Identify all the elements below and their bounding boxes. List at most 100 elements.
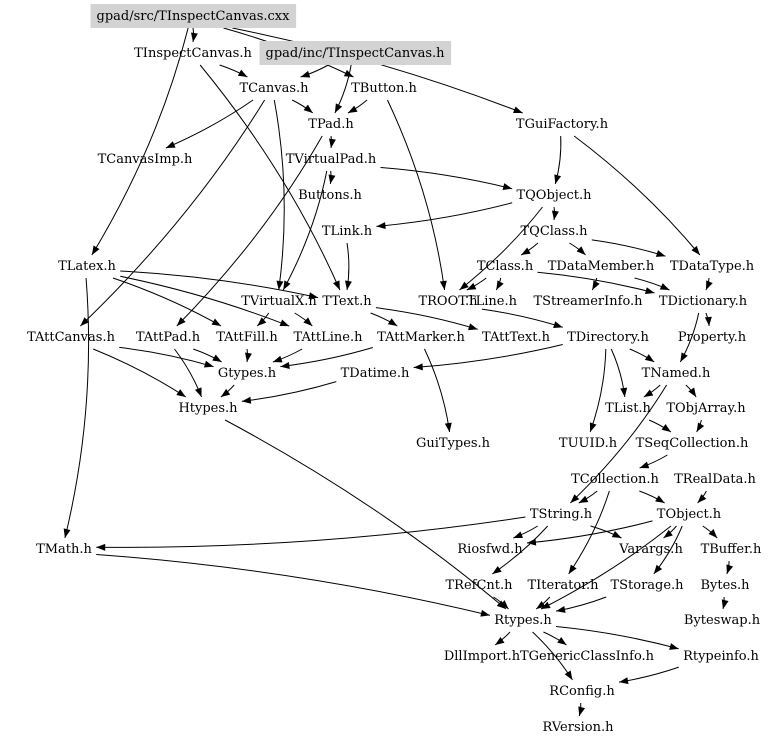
arrowhead-icon	[659, 283, 670, 290]
graph-node-TGenericClassInfo[interactable]: TGenericClassInfo.h	[520, 649, 655, 664]
arrowhead-icon	[680, 352, 688, 362]
graph-node-TRefCnt[interactable]: TRefCnt.h	[445, 578, 513, 593]
arrowhead-icon	[413, 363, 423, 371]
graph-node-TStorage[interactable]: TStorage.h	[610, 578, 684, 593]
edge-line	[573, 135, 701, 256]
edge-line	[537, 271, 655, 294]
edge-TNamed-to-TObjArray	[685, 384, 697, 398]
edge-TQClass-to-TClass	[520, 242, 539, 256]
graph-node-cxx[interactable]: gpad/src/TInspectCanvas.cxx	[90, 4, 297, 28]
graph-node-TUUID[interactable]: TUUID.h	[559, 436, 618, 451]
graph-node-TObject[interactable]: TObject.h	[657, 507, 722, 522]
edge-TBuffer-to-Bytes	[726, 560, 734, 575]
graph-node-Rtypeinfo[interactable]: Rtypeinfo.h	[683, 649, 759, 664]
graph-node-TDataType[interactable]: TDataType.h	[670, 259, 755, 274]
edge-TObject-to-TStorage	[653, 525, 683, 575]
graph-node-TStreamerInfo[interactable]: TStreamerInfo.h	[533, 294, 643, 309]
graph-node-TString[interactable]: TString.h	[530, 507, 593, 522]
edge-TStorage-to-Rtypes	[555, 596, 607, 613]
graph-node-TNamed[interactable]: TNamed.h	[642, 366, 711, 381]
arrowhead-icon	[655, 495, 665, 503]
graph-node-TDictionary[interactable]: TDictionary.h	[659, 294, 748, 309]
edge-TQObject-to-TLink	[376, 202, 513, 230]
graph-node-TCanvasImp[interactable]: TCanvasImp.h	[98, 152, 193, 167]
edge-line	[387, 99, 446, 291]
graph-node-Property[interactable]: Property.h	[678, 330, 747, 345]
graph-node-TLine[interactable]: TLine.h	[467, 294, 518, 309]
graph-node-TVirtualX[interactable]: TVirtualX.h	[241, 294, 317, 309]
edge-TDatime-to-Htypes	[241, 381, 337, 404]
graph-node-TAttPad[interactable]: TAttPad.h	[136, 330, 201, 345]
node-label: Gtypes.h	[218, 366, 277, 381]
arrowhead-icon	[495, 636, 505, 645]
graph-node-TAttLine[interactable]: TAttLine.h	[294, 330, 364, 345]
edge-TString-to-Riosfwd	[513, 525, 538, 539]
graph-node-Bytes[interactable]: Bytes.h	[701, 578, 751, 593]
graph-node-TMath[interactable]: TMath.h	[36, 542, 92, 557]
graph-node-incTInspect[interactable]: gpad/inc/TInspectCanvas.h	[259, 41, 452, 65]
arrowhead-icon	[272, 355, 283, 363]
edge-line	[165, 99, 254, 149]
node-label: Property.h	[678, 330, 747, 345]
graph-node-TList[interactable]: TList.h	[605, 401, 651, 416]
graph-node-RConfig[interactable]: RConfig.h	[549, 684, 615, 699]
node-label: TQClass.h	[520, 224, 588, 239]
graph-node-TROOT[interactable]: TROOT.h	[418, 294, 478, 309]
graph-node-TPad[interactable]: TPad.h	[308, 117, 354, 132]
graph-node-TAttCanvas[interactable]: TAttCanvas.h	[27, 330, 116, 345]
graph-node-TQObject[interactable]: TQObject.h	[516, 188, 592, 203]
graph-node-Riosfwd[interactable]: Riosfwd.h	[457, 542, 523, 557]
graph-node-TIterator[interactable]: TIterator.h	[527, 578, 599, 593]
arrowhead-icon	[244, 352, 252, 362]
arrowhead-icon	[496, 600, 506, 609]
graph-node-TLatex[interactable]: TLatex.h	[58, 259, 116, 274]
edge-TClass-to-TLine	[495, 277, 504, 291]
graph-node-TObjArray[interactable]: TObjArray.h	[666, 401, 746, 416]
graph-node-Byteswap[interactable]: Byteswap.h	[684, 613, 761, 628]
graph-node-TCollection[interactable]: TCollection.h	[571, 472, 659, 487]
graph-node-TClass[interactable]: TClass.h	[477, 259, 534, 274]
graph-node-Buttons[interactable]: Buttons.h	[298, 188, 362, 203]
arrowhead-icon	[376, 222, 386, 230]
graph-node-TDataMember[interactable]: TDataMember.h	[548, 259, 655, 274]
graph-node-TLink[interactable]: TLink.h	[322, 224, 373, 239]
edge-incTInspect-to-TPad	[334, 64, 352, 114]
edge-line	[280, 346, 373, 368]
arrowhead-icon	[564, 670, 573, 680]
node-label: TSeqCollection.h	[636, 436, 749, 451]
graph-node-TGuiFactory[interactable]: TGuiFactory.h	[516, 117, 609, 132]
graph-node-TAttFill[interactable]: TAttFill.h	[216, 330, 278, 345]
graph-node-TInspectCanvas[interactable]: TInspectCanvas.h	[134, 46, 252, 61]
graph-node-TAttText[interactable]: TAttText.h	[482, 330, 551, 345]
graph-node-GuiTypes[interactable]: GuiTypes.h	[416, 436, 491, 451]
arrowhead-icon	[576, 246, 586, 255]
graph-node-RVersion[interactable]: RVersion.h	[543, 720, 615, 735]
edge-TLatex-to-TMath	[63, 277, 90, 539]
graph-node-Gtypes[interactable]: Gtypes.h	[218, 366, 277, 381]
graph-node-TAttMarker[interactable]: TAttMarker.h	[377, 330, 465, 345]
graph-node-TButton[interactable]: TButton.h	[351, 81, 417, 96]
node-label: TText.h	[322, 294, 372, 309]
graph-node-TDirectory[interactable]: TDirectory.h	[567, 330, 649, 345]
graph-node-DllImport[interactable]: DllImport.h	[444, 649, 521, 664]
graph-node-TQClass[interactable]: TQClass.h	[520, 224, 588, 239]
graph-node-TDatime[interactable]: TDatime.h	[341, 366, 410, 381]
graph-node-Varargs[interactable]: Varargs.h	[618, 542, 683, 557]
edge-TCollection-to-TIterator	[568, 490, 610, 575]
graph-node-TVirtualPad[interactable]: TVirtualPad.h	[286, 152, 377, 167]
node-label: Varargs.h	[618, 542, 683, 557]
graph-node-Rtypes[interactable]: Rtypes.h	[494, 613, 552, 628]
graph-node-TSeqCollection[interactable]: TSeqCollection.h	[636, 436, 749, 451]
arrowhead-icon	[308, 292, 319, 300]
graph-node-Htypes[interactable]: Htypes.h	[178, 401, 238, 416]
arrowhead-icon	[726, 564, 734, 574]
node-label: TDirectory.h	[567, 330, 649, 345]
graph-node-TCanvas[interactable]: TCanvas.h	[239, 81, 309, 96]
arrowhead-icon	[439, 280, 447, 290]
graph-node-TText[interactable]: TText.h	[322, 294, 372, 309]
edge-TVirtualX-to-TAttLine	[294, 312, 313, 327]
graph-node-TBuffer[interactable]: TBuffer.h	[701, 542, 762, 557]
graph-node-TRealData[interactable]: TRealData.h	[674, 472, 756, 487]
edge-line	[424, 348, 451, 433]
arrowhead-icon	[347, 105, 358, 113]
